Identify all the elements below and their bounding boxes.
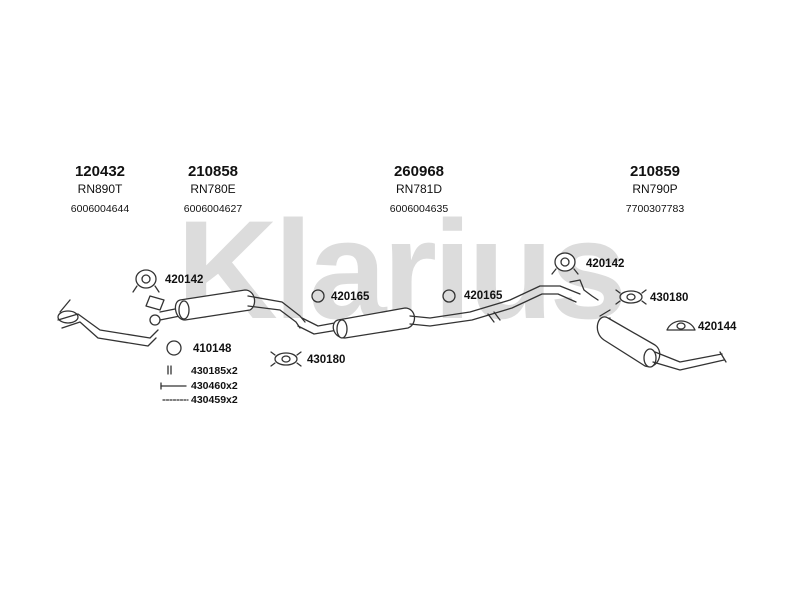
- part-number: 120432: [74, 163, 126, 180]
- oe-number: 7700307783: [625, 203, 685, 215]
- oe-number: 6006004627: [183, 203, 243, 215]
- fitting-label: 420165: [331, 291, 370, 303]
- part-number: 210858: [187, 163, 239, 180]
- fitting-label: 430180: [650, 292, 689, 304]
- fitting-label: 420165: [464, 290, 503, 302]
- front-pipe: [57, 299, 159, 347]
- oe-number: 6006004635: [389, 203, 449, 215]
- part-code: RN890T: [77, 182, 123, 196]
- fitting-label: 420142: [165, 274, 204, 286]
- bolt-430185-icon: [167, 365, 172, 375]
- fitting-label: 430460x2: [191, 380, 238, 392]
- part-group-4: 210859 RN790P 7700307783: [585, 163, 725, 216]
- centre-silencer: [297, 279, 599, 339]
- fitting-label: 420142: [586, 258, 625, 270]
- part-number: 210859: [629, 163, 681, 180]
- part-code: RN780E: [190, 182, 236, 196]
- clamp-430180-icon: [615, 289, 647, 305]
- ring-420165-icon: [311, 289, 325, 303]
- oe-number: 6006004644: [70, 203, 130, 215]
- bolt-430460-icon: [160, 382, 187, 390]
- gasket-410148-icon: [166, 340, 182, 356]
- flange-icon: [145, 295, 165, 326]
- mount-420144-icon: [666, 320, 696, 331]
- part-code: RN781D: [395, 182, 443, 196]
- part-number: 260968: [393, 163, 445, 180]
- fitting-label: 430459x2: [191, 394, 238, 406]
- fitting-label: 420144: [698, 321, 737, 333]
- hanger-420142-icon: [132, 269, 160, 293]
- part-group-3: 260968 RN781D 6006004635: [349, 163, 489, 216]
- hanger-420142-icon: [551, 252, 579, 275]
- ring-420165-icon: [442, 289, 456, 303]
- front-silencer: [159, 289, 306, 329]
- part-group-1: 120432 RN890T 6006004644: [30, 163, 170, 216]
- clamp-430180-icon: [270, 351, 302, 367]
- part-code: RN790P: [632, 182, 678, 196]
- fitting-label: 430185x2: [191, 365, 238, 377]
- fitting-label: 410148: [193, 343, 232, 355]
- rear-silencer: [596, 309, 727, 371]
- part-group-2: 210858 RN780E 6006004627: [143, 163, 283, 216]
- fitting-label: 430180: [307, 354, 346, 366]
